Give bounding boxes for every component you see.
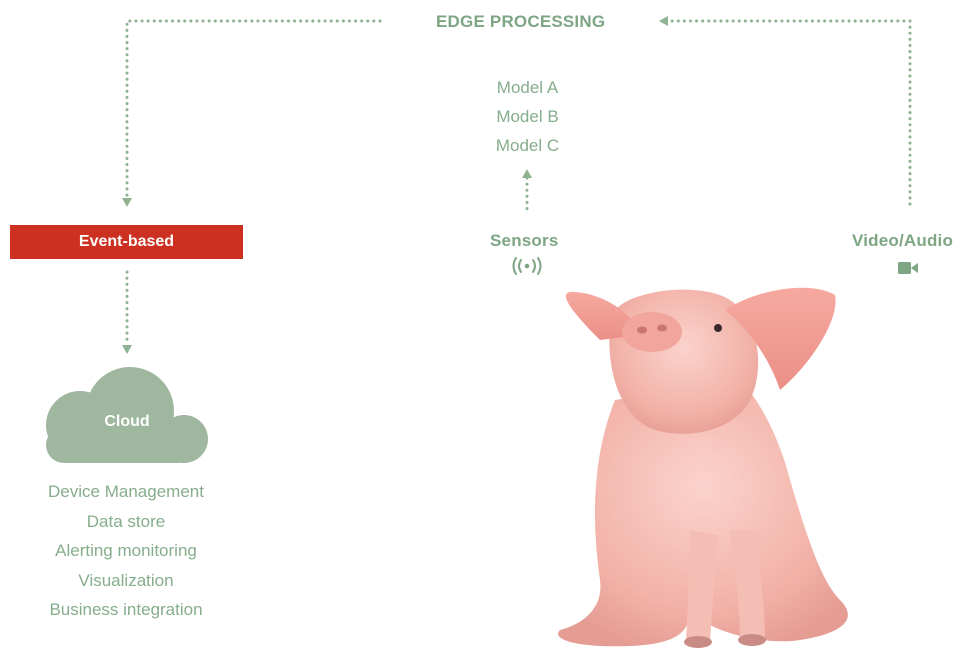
service-item: Data store <box>86 511 166 531</box>
edge-processing-title: EDGE PROCESSING <box>436 12 606 31</box>
cloud-service-list: Device Management Data store Alerting mo… <box>20 477 232 625</box>
connector-top-right <box>664 19 912 212</box>
video-audio-label: Video/Audio <box>852 231 954 250</box>
event-based-label: Event-based <box>78 233 175 250</box>
model-item: Model B <box>496 107 559 126</box>
arrowhead-down-cloud <box>122 345 132 354</box>
arrowhead-down-event <box>122 198 132 207</box>
sensors-label: Sensors <box>490 231 559 250</box>
wireless-signal-icon <box>512 256 542 276</box>
model-item: Model A <box>496 78 559 97</box>
service-item: Visualization <box>78 570 174 590</box>
service-item: Device Management <box>48 482 204 501</box>
connector-top-left <box>125 19 382 200</box>
edge-model-list: Model A Model B Model C <box>460 73 595 160</box>
pig-illustration <box>540 280 880 653</box>
service-item: Business integration <box>49 600 203 619</box>
video-camera-icon <box>898 261 920 275</box>
arrowhead-left-edge <box>659 16 668 26</box>
model-item: Model C <box>495 136 560 155</box>
cloud-label: Cloud <box>104 413 150 430</box>
arrowhead-up-models <box>522 169 532 178</box>
cloud-shape <box>44 365 212 463</box>
service-item: Alerting monitoring <box>55 541 197 560</box>
event-based-box: Event-based <box>10 225 243 259</box>
